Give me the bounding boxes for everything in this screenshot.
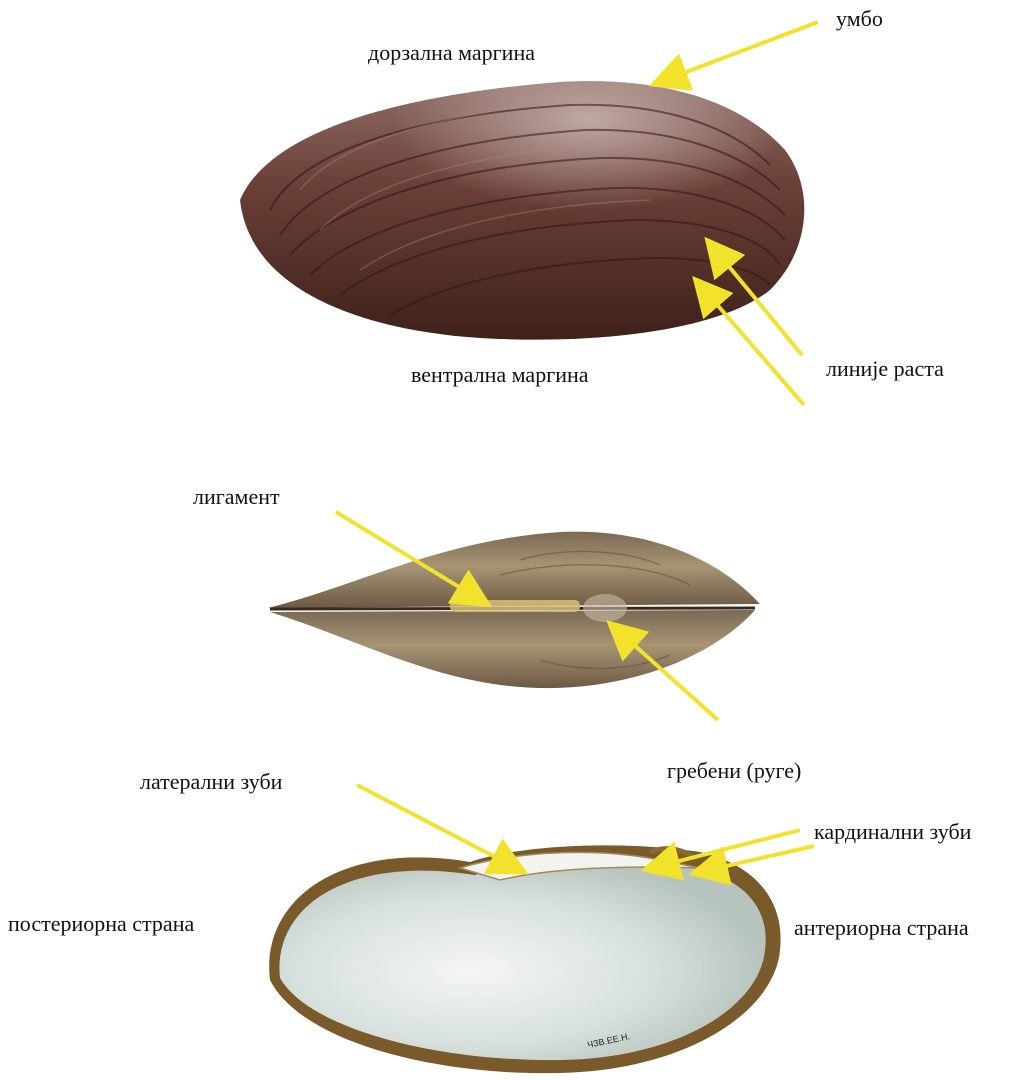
shell-inner-view: ЧЗВ.ЕЕ.Н.: [269, 845, 780, 1073]
label-lateral-teeth: латерални зуби: [140, 771, 282, 793]
label-cardinal-teeth: кардинални зуби: [814, 821, 971, 843]
arrow-lateral-teeth: [357, 785, 518, 869]
top-view-lower-valve: [270, 610, 755, 688]
shell-top-view: [268, 532, 760, 688]
label-dorsal-margin: дорзална маргина: [368, 42, 535, 64]
label-ligament: лигамент: [193, 486, 280, 508]
shell-outer-view: [240, 81, 804, 340]
top-view-upper-valve: [268, 532, 760, 608]
arrow-growth-line-2: [700, 285, 804, 405]
label-ventral-margin: вентрална маргина: [411, 364, 589, 386]
arrow-umbo: [660, 22, 818, 82]
label-anterior-side: антериорна страна: [794, 917, 969, 939]
label-umbo: умбо: [836, 8, 883, 30]
label-growth-lines: линије раста: [826, 358, 944, 380]
ligament-band: [450, 600, 580, 612]
label-ridges: гребени (руге): [667, 760, 801, 782]
label-posterior-side: постериорна страна: [8, 913, 194, 935]
